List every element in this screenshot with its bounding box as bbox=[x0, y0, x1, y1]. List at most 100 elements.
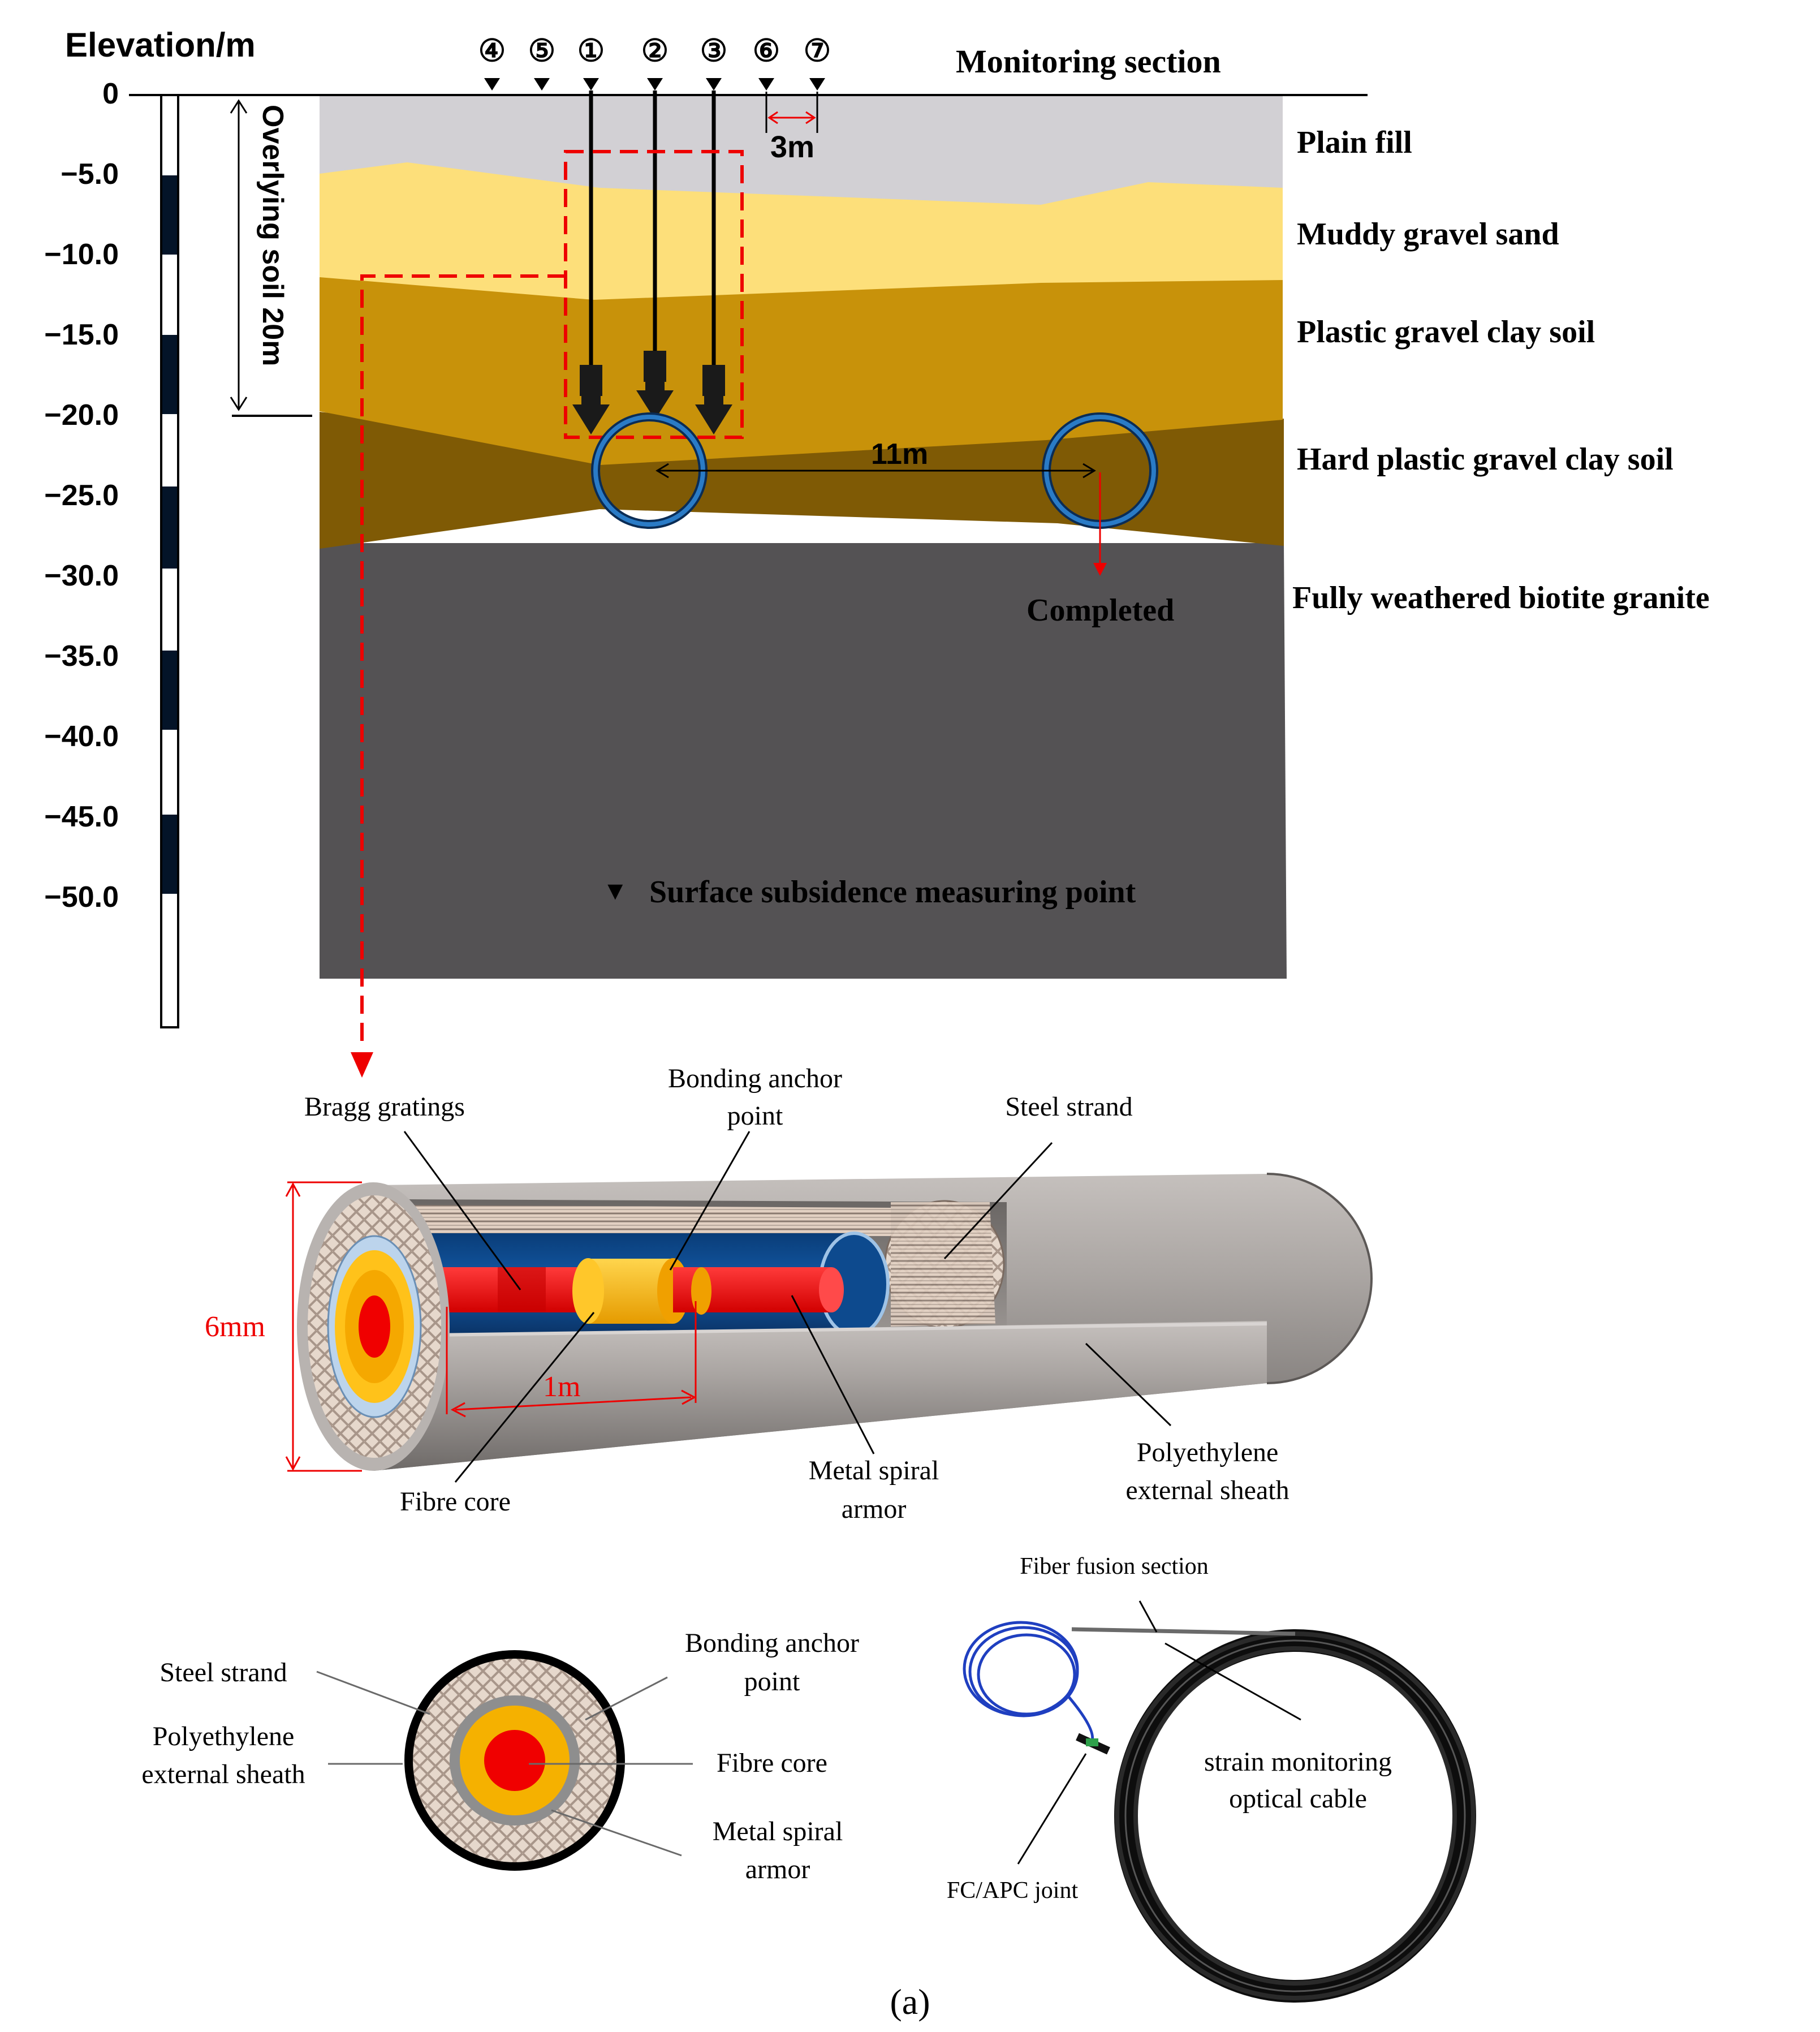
cable-bonding-anchor-middle bbox=[588, 1259, 673, 1324]
measuring-point-marker bbox=[484, 78, 500, 91]
legend-symbol: ▼ bbox=[602, 876, 628, 905]
point-label-6: ⑥ bbox=[753, 34, 780, 68]
diameter-label: 6mm bbox=[205, 1311, 265, 1343]
measuring-point-marker bbox=[758, 78, 774, 91]
point-label-3: ③ bbox=[700, 34, 727, 68]
sensor-rod-3 bbox=[695, 91, 732, 434]
measuring-point-marker bbox=[706, 78, 722, 91]
label-metal-armor-line2: armor bbox=[842, 1494, 907, 1524]
cable-3d bbox=[297, 1173, 1373, 1471]
elevation-tick-45: −45.0 bbox=[44, 800, 119, 833]
soil-profile bbox=[320, 95, 1287, 979]
elevation-tick-35: −35.0 bbox=[44, 640, 119, 673]
monitoring-section-title: Monitoring section bbox=[956, 43, 1221, 80]
photo-label-joint: FC/APC joint bbox=[947, 1878, 1079, 1904]
cable-end-face-core bbox=[359, 1295, 390, 1358]
cable-bragg-grating bbox=[498, 1267, 546, 1312]
fiber-fusion-section bbox=[1071, 1627, 1296, 1636]
sensor-rods bbox=[572, 91, 732, 434]
elevation-axis: Elevation/m 0 −5.0 −10.0 −15.0 −20.0 −25… bbox=[44, 26, 256, 1028]
layer-label-plastic-gravel-clay: Plastic gravel clay soil bbox=[1297, 315, 1595, 350]
tunnel-spacing-label: 11m bbox=[871, 438, 928, 471]
label-bonding-anchor-line1: Bonding anchor bbox=[668, 1064, 842, 1094]
elevation-tick-5: −5.0 bbox=[61, 158, 119, 191]
cross-label-steel: Steel strand bbox=[159, 1658, 287, 1687]
sensor-rod-1 bbox=[572, 91, 610, 434]
elevation-tick-30: −30.0 bbox=[44, 559, 119, 592]
cross-label-sheath-line1: Polyethylene bbox=[153, 1721, 295, 1751]
layer-label-hard-plastic-gravel-clay: Hard plastic gravel clay soil bbox=[1297, 442, 1674, 477]
cable-steel-strand-band bbox=[402, 1205, 891, 1236]
ruler-segment bbox=[162, 651, 177, 730]
subsidence-legend: ▼ Surface subsidence measuring point bbox=[602, 875, 1136, 910]
layer-plastic-clay bbox=[320, 274, 1283, 465]
layer-label-granite: Fully weathered biotite granite bbox=[1292, 580, 1710, 615]
cable-photo: Fiber fusion section strain monitoring o… bbox=[947, 1553, 1476, 2003]
elevation-title: Elevation/m bbox=[65, 26, 256, 64]
measuring-point-marker bbox=[647, 78, 663, 91]
black-cable-coil bbox=[1114, 1629, 1476, 2003]
photo-label-cable-line1: strain monitoring bbox=[1204, 1747, 1392, 1777]
layer-granite bbox=[320, 543, 1287, 979]
tunnels: 11m Completed bbox=[591, 412, 1174, 628]
measuring-point-marker bbox=[534, 78, 550, 91]
layer-label-plain-fill: Plain fill bbox=[1297, 125, 1412, 160]
point-label-2: ② bbox=[641, 34, 669, 68]
detail-leader-arrowhead bbox=[351, 1052, 373, 1078]
ruler-segment bbox=[162, 815, 177, 894]
layer-label-muddy-gravel-sand: Muddy gravel sand bbox=[1297, 217, 1559, 252]
cross-label-armor-line2: armor bbox=[745, 1854, 810, 1884]
photo-label-cable-line2: optical cable bbox=[1229, 1784, 1367, 1814]
label-sheath-line1: Polyethylene bbox=[1137, 1437, 1279, 1467]
measuring-point-marker bbox=[583, 78, 599, 91]
cable-lower-sheath-lip bbox=[373, 1321, 1267, 1471]
cross-label-sheath-line2: external sheath bbox=[141, 1759, 305, 1789]
detail-callout bbox=[360, 150, 744, 1049]
ruler-segment bbox=[162, 487, 177, 569]
cross-core bbox=[484, 1730, 545, 1791]
cross-label-fibre: Fibre core bbox=[717, 1748, 827, 1778]
point-label-5: ⑤ bbox=[528, 34, 555, 68]
label-bonding-anchor-line2: point bbox=[727, 1101, 783, 1131]
label-sheath-line2: external sheath bbox=[1125, 1475, 1289, 1505]
label-fibre-core: Fibre core bbox=[400, 1487, 511, 1517]
figure-caption: (a) bbox=[890, 1982, 930, 2022]
label-steel-strand: Steel strand bbox=[1005, 1092, 1132, 1122]
measuring-point-marker bbox=[809, 78, 825, 91]
spacing-3m-label: 3m bbox=[770, 130, 814, 164]
point-label-1: ① bbox=[577, 34, 605, 68]
photo-label-fusion: Fiber fusion section bbox=[1020, 1553, 1209, 1579]
point-label-4: ④ bbox=[478, 34, 506, 68]
elevation-tick-20: −20.0 bbox=[44, 399, 119, 432]
spacing-1m-label: 1m bbox=[543, 1371, 580, 1403]
layer-plain-fill bbox=[320, 95, 1283, 205]
measuring-points: ④ ⑤ ① ② ③ ⑥ ⑦ bbox=[478, 34, 831, 91]
spacing-1m-dimension: 1m bbox=[446, 1301, 697, 1418]
spacing-3m: 3m bbox=[765, 92, 818, 164]
overlying-soil-label: Overlying soil 20m bbox=[256, 105, 289, 366]
elevation-tick-15: −15.0 bbox=[44, 318, 119, 351]
diameter-dimension: 6mm bbox=[205, 1181, 362, 1472]
cross-label-anchor-line2: point bbox=[744, 1667, 800, 1697]
cable-3d-labels: Bragg gratings Bonding anchor point Stee… bbox=[304, 1064, 1289, 1524]
sensor-rod-2 bbox=[636, 91, 674, 420]
cross-label-anchor-line1: Bonding anchor bbox=[685, 1628, 859, 1658]
elevation-tick-50: −50.0 bbox=[44, 881, 119, 914]
overlying-soil-dimension: Overlying soil 20m bbox=[230, 99, 289, 411]
ruler-segment bbox=[162, 335, 177, 414]
label-metal-armor-line1: Metal spiral bbox=[809, 1456, 939, 1486]
cable-cross-section: Steel strand Polyethylene external sheat… bbox=[141, 1628, 859, 1884]
blue-fiber-loop bbox=[963, 1621, 1094, 1743]
elevation-tick-40: −40.0 bbox=[44, 720, 119, 753]
elevation-tick-0: 0 bbox=[102, 78, 119, 110]
layer-muddy-gravel-sand bbox=[320, 161, 1283, 300]
elevation-tick-10: −10.0 bbox=[44, 238, 119, 271]
label-bragg-gratings: Bragg gratings bbox=[304, 1092, 465, 1122]
point-label-7: ⑦ bbox=[804, 34, 831, 68]
elevation-tick-25: −25.0 bbox=[44, 479, 119, 512]
completed-label: Completed bbox=[1027, 593, 1174, 628]
detail-box bbox=[564, 150, 744, 439]
ruler-segment bbox=[162, 175, 177, 255]
detail-leader bbox=[360, 274, 566, 1049]
